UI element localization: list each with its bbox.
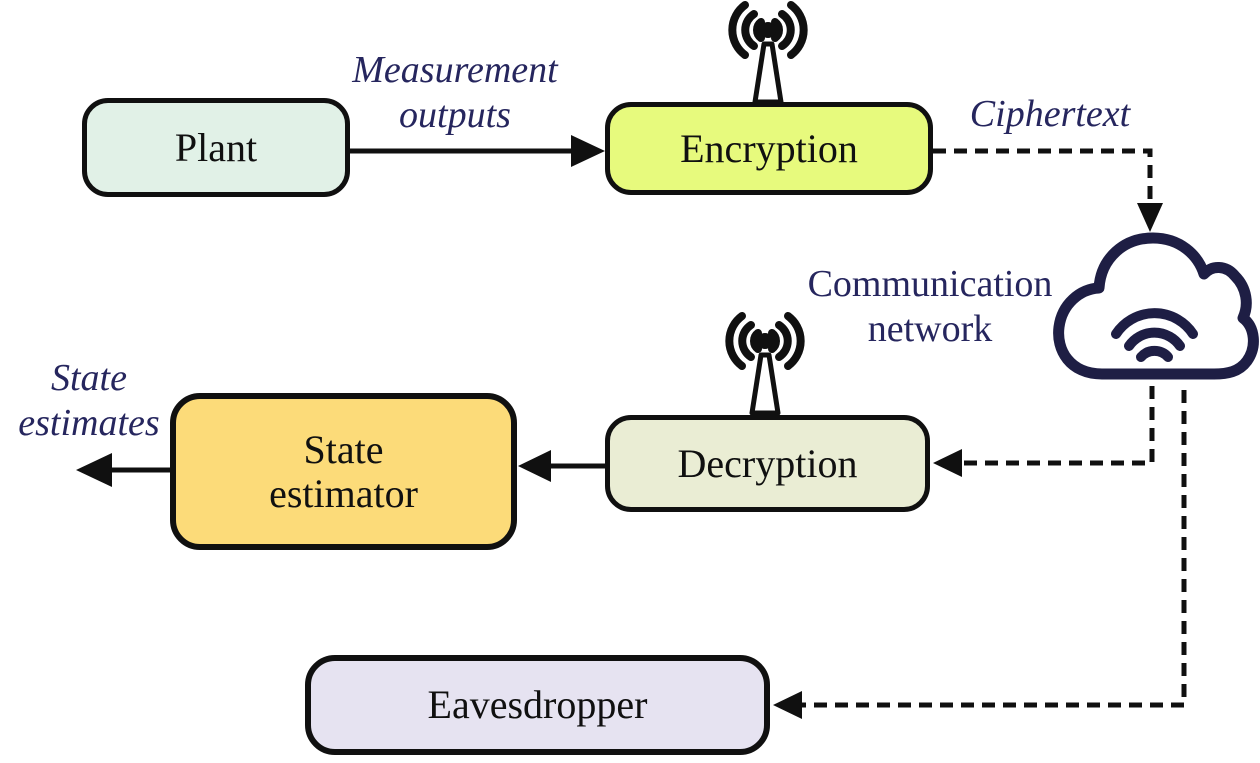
eavesdropper-node: Eavesdropper (305, 655, 770, 755)
state-estimates-label: State estimates (18, 357, 160, 444)
encryption-label: Encryption (680, 125, 858, 171)
eavesdropper-label: Eavesdropper (427, 682, 648, 727)
plant-label: Plant (174, 124, 258, 170)
arrow-decryption-to-estimator (518, 450, 605, 482)
arrow-ciphertext-to-network (933, 148, 1163, 232)
state-estimator-label: State estimator (269, 426, 418, 516)
cloud-network-icon (1053, 232, 1259, 380)
decryption-node: Decryption (605, 415, 930, 512)
arrow-network-to-decryption (933, 386, 1155, 477)
measurement-outputs-label: Measurement outputs (352, 49, 558, 136)
state-estimator-node: State estimator (170, 393, 517, 550)
ciphertext-label: Ciphertext (969, 93, 1131, 135)
radio-antenna-icon (732, 5, 803, 102)
plant-node: Plant (82, 98, 350, 197)
communication-network-label: Communication network (807, 263, 1053, 350)
arrow-measurement-outputs (348, 135, 605, 167)
wifi-signal-icon (1111, 308, 1198, 362)
decryption-label: Decryption (677, 440, 858, 486)
arrow-network-to-eavesdropper (773, 390, 1187, 719)
encryption-node: Encryption (605, 102, 933, 195)
arrow-state-estimates (76, 453, 172, 487)
